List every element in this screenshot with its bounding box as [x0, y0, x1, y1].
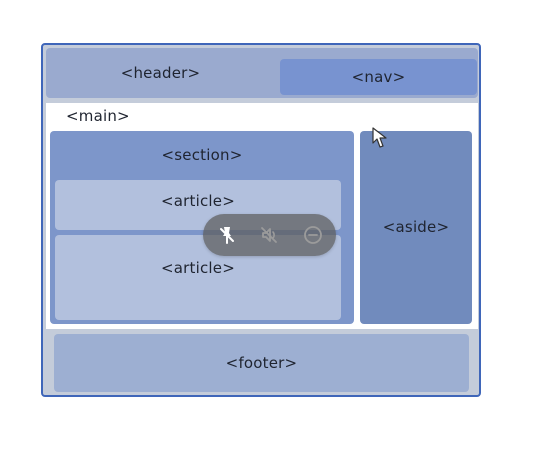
- main-region: <main> <section> <article> <article> <as…: [46, 103, 478, 329]
- header-label: <header>: [120, 63, 201, 82]
- mute-icon[interactable]: [259, 225, 279, 245]
- footer-region: <footer>: [54, 334, 469, 392]
- floating-toolbar[interactable]: [203, 214, 336, 256]
- article-label-bottom: <article>: [161, 259, 235, 277]
- footer-label: <footer>: [225, 353, 298, 372]
- article-label-top: <article>: [161, 192, 235, 210]
- cursor-icon: [372, 127, 387, 148]
- nav-label: <nav>: [351, 67, 406, 86]
- html-layout-frame: <header> <nav> <main> <section> <article…: [41, 43, 481, 397]
- header-region: <header> <nav>: [46, 48, 478, 98]
- section-region: <section> <article> <article>: [50, 131, 354, 324]
- aside-region: <aside>: [360, 131, 472, 324]
- aside-label: <aside>: [382, 218, 450, 236]
- article-region-top: <article>: [55, 180, 341, 230]
- minus-circle-icon[interactable]: [303, 225, 323, 245]
- main-label: <main>: [66, 107, 130, 125]
- section-label: <section>: [161, 146, 243, 164]
- nav-region: <nav>: [280, 59, 477, 95]
- pin-off-icon[interactable]: [217, 225, 237, 245]
